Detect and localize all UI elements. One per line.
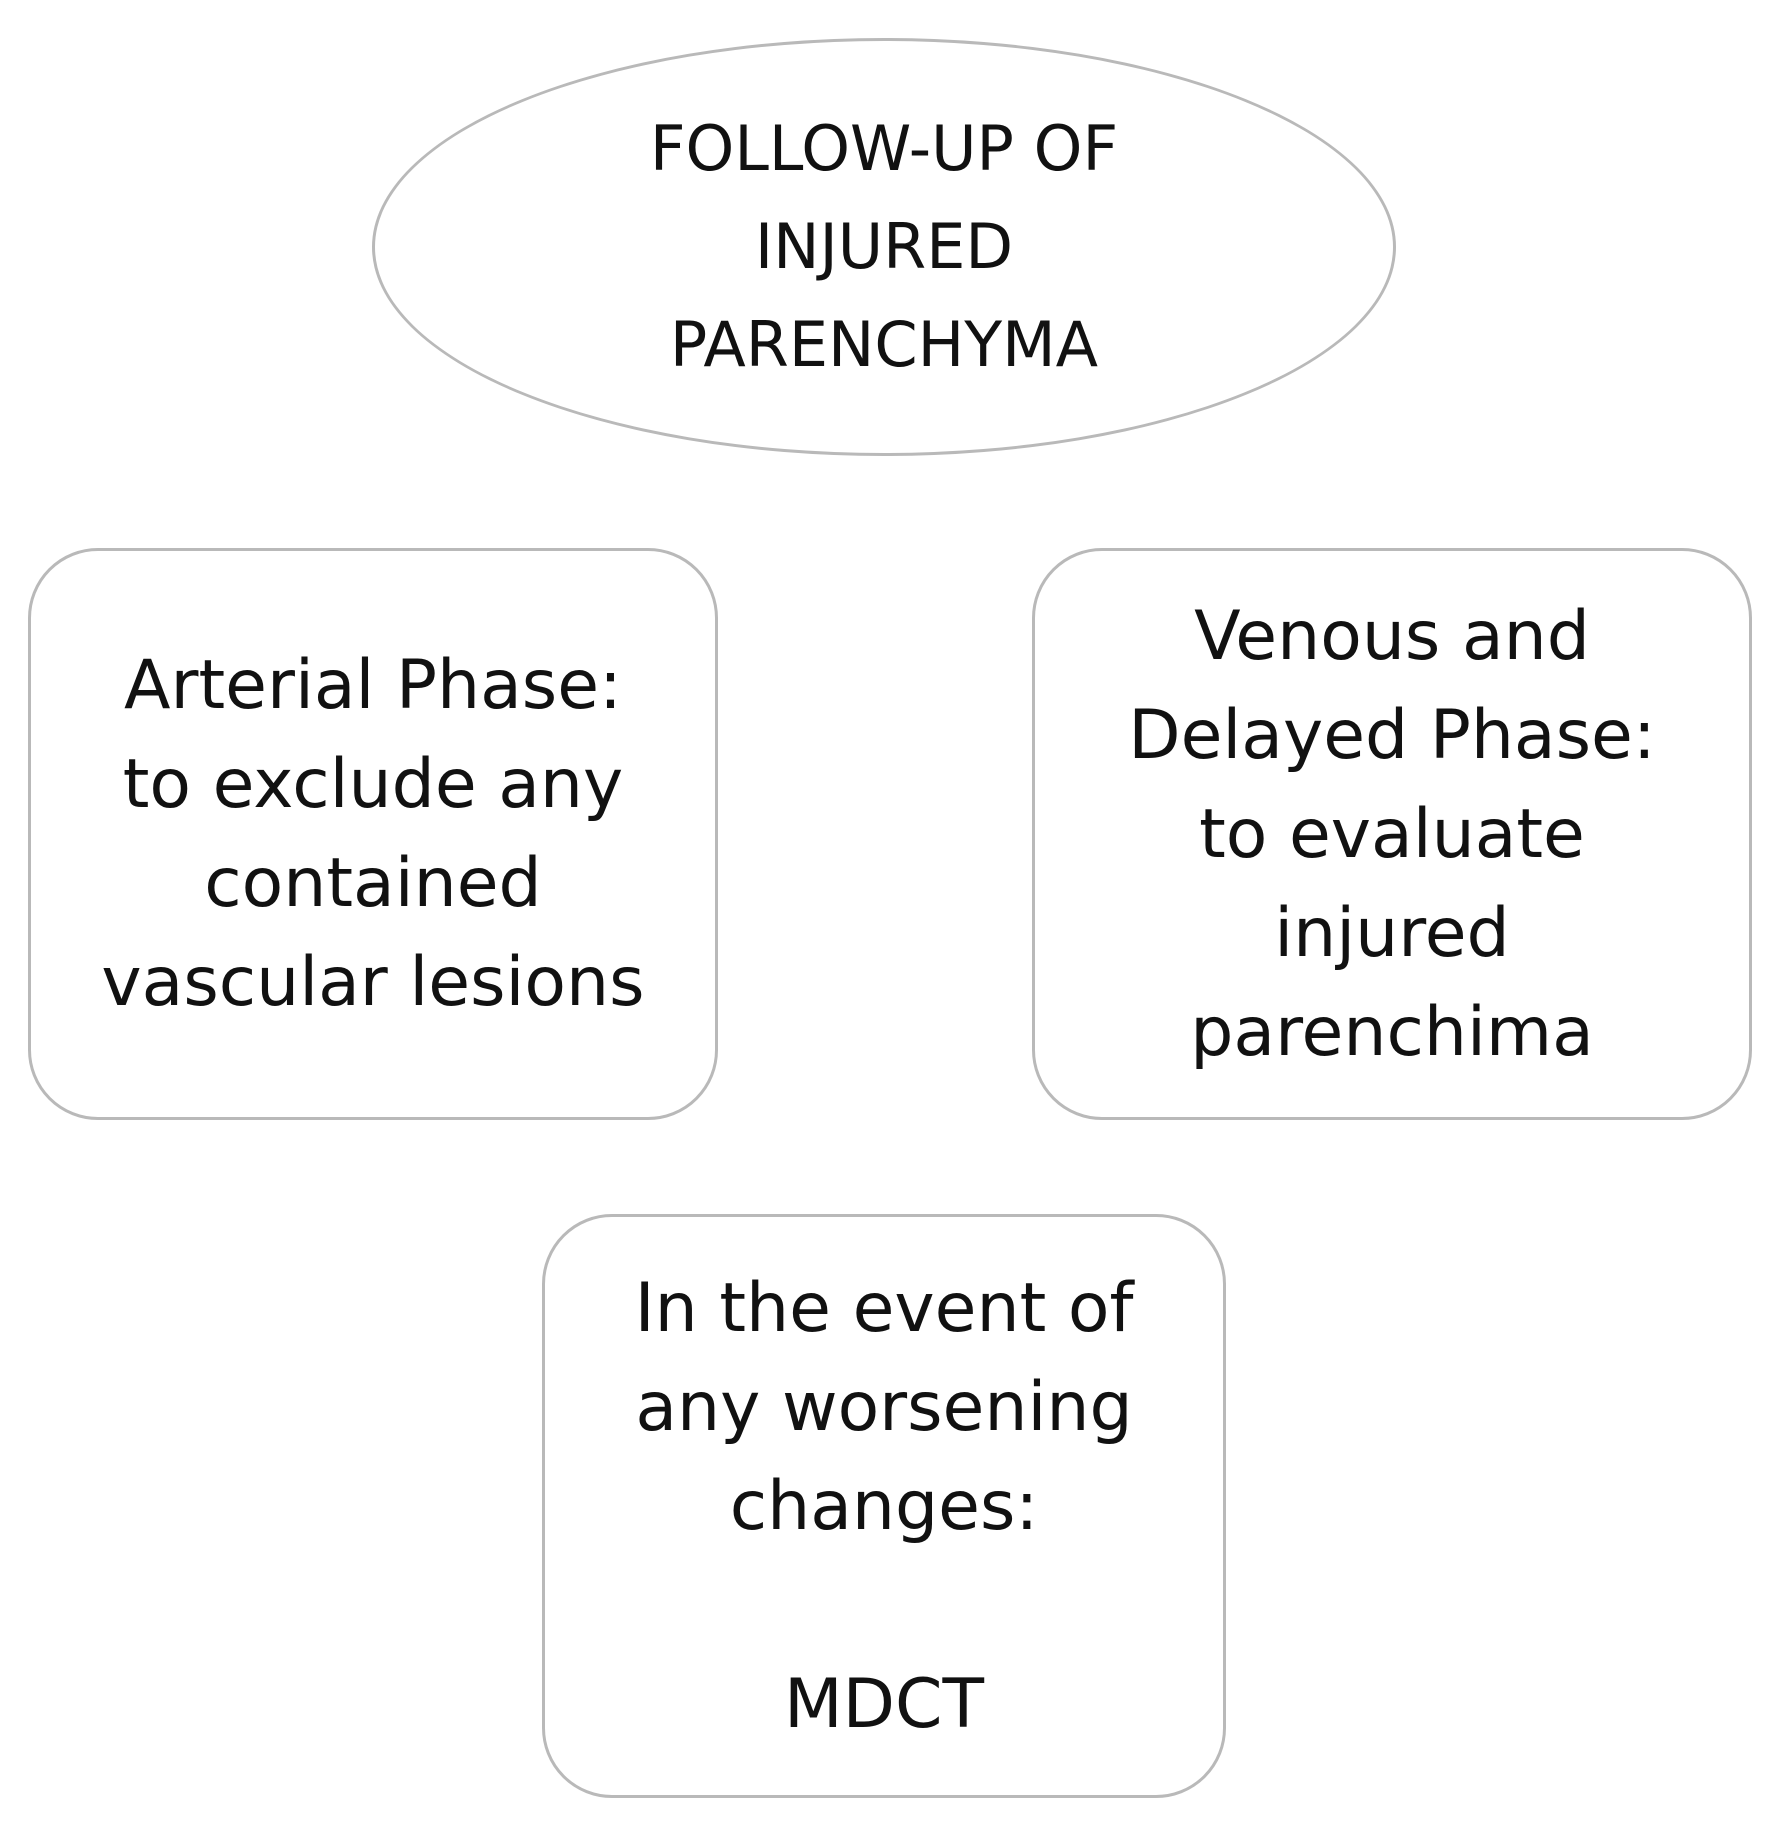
right-node-line-4: injured xyxy=(1274,893,1510,973)
left-node-line-3: contained xyxy=(204,844,542,923)
bottom-node-line-1: In the event of xyxy=(634,1268,1134,1348)
bottom-node-line-2: any worsening xyxy=(635,1367,1133,1447)
bottom-node-line-3: changes: xyxy=(729,1466,1039,1546)
top-node-line-1: FOLLOW-UP OF xyxy=(649,112,1119,185)
arterial-phase-box: Arterial Phase: to exclude any contained… xyxy=(28,548,718,1120)
right-node-line-5: parenchima xyxy=(1190,992,1594,1072)
top-node-line-2: INJURED xyxy=(754,210,1014,283)
left-node-line-1: Arterial Phase: xyxy=(124,646,622,725)
follow-up-ellipse: FOLLOW-UP OF INJURED PARENCHYMA xyxy=(372,38,1396,456)
top-node-line-3: PARENCHYMA xyxy=(669,308,1099,381)
worsening-changes-box: In the event of any worsening changes: M… xyxy=(542,1214,1226,1798)
venous-delayed-phase-box: Venous and Delayed Phase: to evaluate in… xyxy=(1032,548,1752,1120)
left-node-line-2: to exclude any xyxy=(122,745,624,824)
right-node-line-3: to evaluate xyxy=(1199,794,1585,874)
right-node-line-2: Delayed Phase: xyxy=(1128,695,1656,775)
left-node-line-4: vascular lesions xyxy=(101,943,645,1022)
right-node-line-1: Venous and xyxy=(1194,596,1590,676)
bottom-node-mdct: MDCT xyxy=(783,1664,985,1744)
